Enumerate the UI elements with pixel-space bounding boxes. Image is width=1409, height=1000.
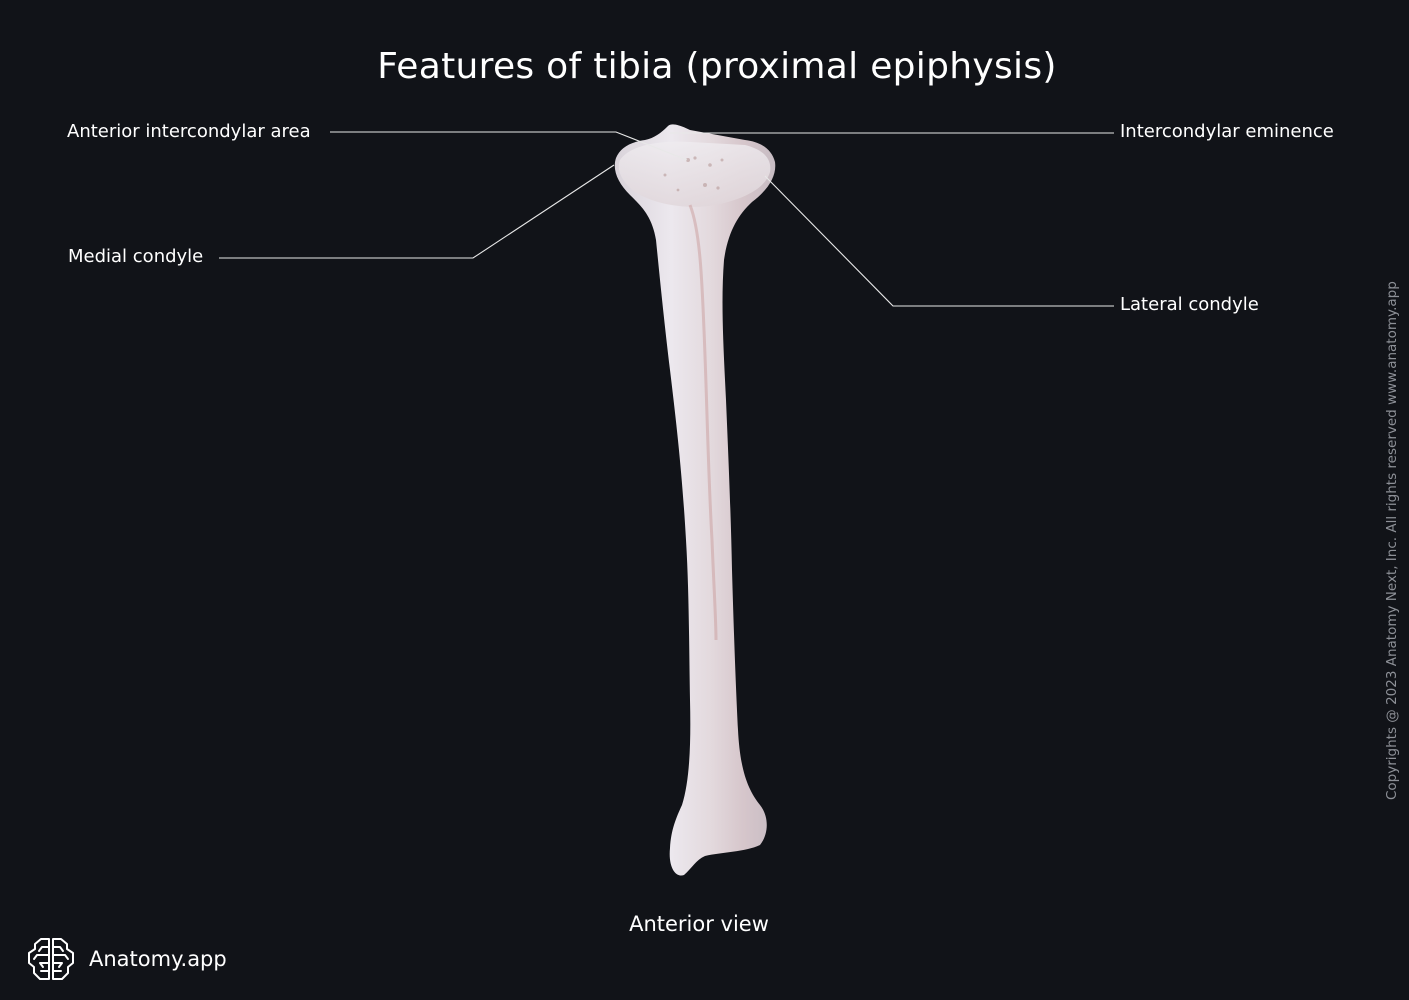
plateau-foramina [663,156,724,192]
brain-icon [28,938,74,980]
label-anterior-intercondylar-area: Anterior intercondylar area [67,121,311,142]
brand-name: Anatomy.app [89,947,227,971]
leader-line-anterior-intercondylar-area [330,131,688,161]
tibial-plateau [618,141,771,207]
label-medial-condyle: Medial condyle [68,246,204,267]
page-title: Features of tibia (proximal epiphysis) [377,46,1057,87]
label-lateral-condyle: Lateral condyle [1120,294,1259,315]
leader-line-medial-condyle [219,164,615,259]
view-caption: Anterior view [629,912,769,936]
anterior-border [688,204,718,641]
tibia-bone [614,124,776,876]
label-intercondylar-eminence: Intercondylar eminence [1120,121,1334,142]
leader-line-lateral-condyle [764,175,1114,307]
brand-logo: Anatomy.app [25,934,227,984]
copyright-notice: Copyrights @ 2023 Anatomy Next, Inc. All… [1384,281,1400,800]
